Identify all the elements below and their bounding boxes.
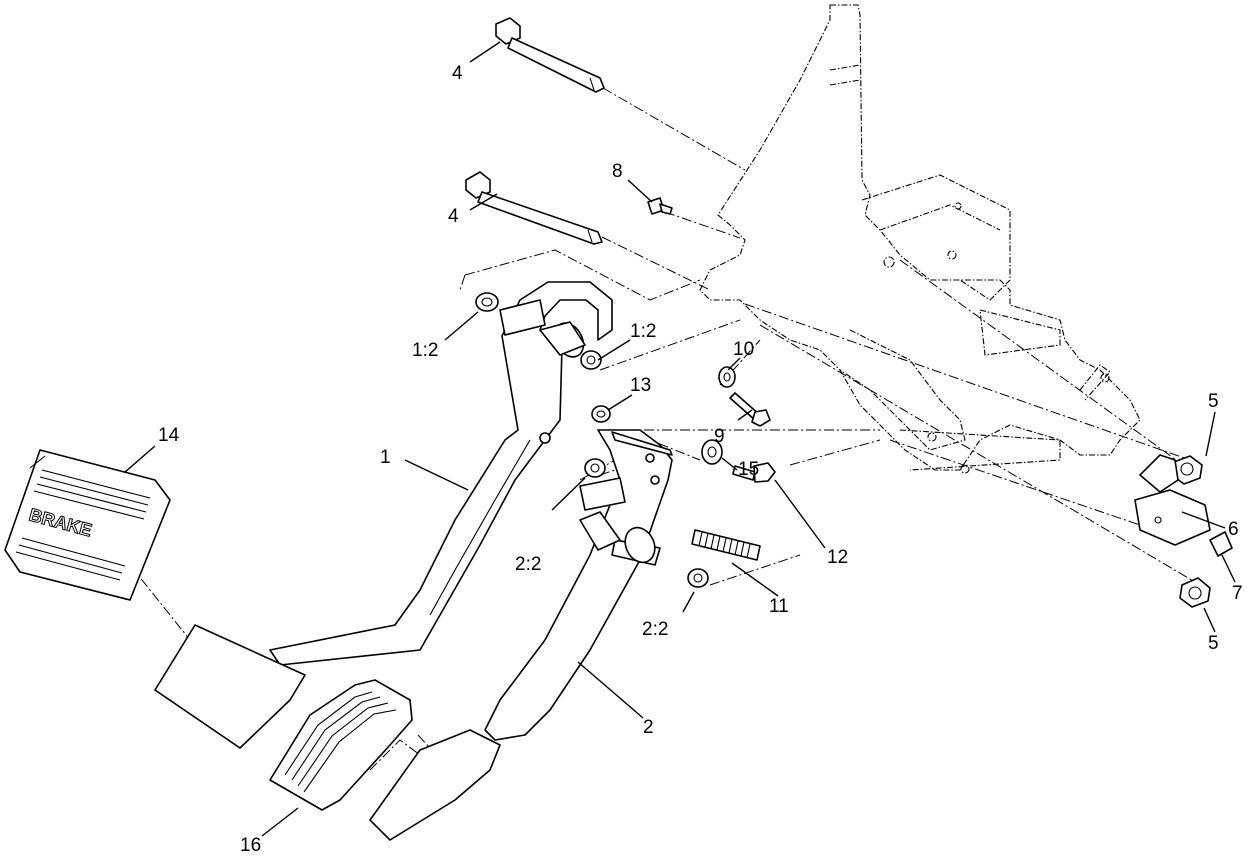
callout-10: 10 <box>733 339 754 360</box>
callout-8: 8 <box>612 161 623 182</box>
callout-14: 14 <box>158 425 180 446</box>
nut-5-lower <box>1179 577 1211 608</box>
shoulder-bolt-12 <box>732 462 776 483</box>
traction-pedal-flat <box>369 729 501 841</box>
callout-2-2-lower: 2:2 <box>642 619 668 640</box>
nut-13 <box>591 405 611 423</box>
spacer-tube-upper <box>499 299 546 336</box>
callout-13: 13 <box>630 375 651 396</box>
spacer-tube-lower <box>579 477 626 511</box>
leader-lines <box>124 41 1236 837</box>
bolt-upper <box>495 17 605 93</box>
callout-1: 1 <box>380 447 391 468</box>
callout-12: 12 <box>827 547 848 568</box>
bushing-1-2-left <box>475 292 499 312</box>
callout-15: 15 <box>738 459 759 480</box>
spring-11 <box>691 529 761 561</box>
callout-2: 2 <box>643 717 654 738</box>
washer-10 <box>718 366 736 388</box>
callout-9: 9 <box>714 426 725 447</box>
callout-16: 16 <box>240 835 261 856</box>
callout-1-2-right: 1:2 <box>630 321 656 342</box>
callout-2-2-upper: 2:2 <box>515 554 541 575</box>
callout-labels: 4 4 8 1:2 1:2 10 13 9 1 14 15 5 6 7 5 2:… <box>158 63 1243 856</box>
brake-cover-pad: BRAKE <box>4 449 171 601</box>
callout-5-lower: 5 <box>1208 633 1219 654</box>
mounting-frame <box>699 4 1141 474</box>
callout-11: 11 <box>769 596 789 617</box>
bushing-2-2-lower <box>687 568 709 588</box>
bolt-lower <box>465 171 603 245</box>
callout-1-2-left: 1:2 <box>412 340 438 361</box>
bushing-2-2-upper <box>584 458 606 478</box>
brake-pedal-arm <box>269 281 613 666</box>
callout-4-upper: 4 <box>452 63 463 84</box>
traction-pedal-arm <box>484 429 673 741</box>
callout-5-upper: 5 <box>1208 391 1219 412</box>
brake-pedal-pad <box>154 624 306 749</box>
bolt-9 <box>729 392 771 427</box>
bracket-7 <box>1209 531 1233 557</box>
switch-6 <box>1134 454 1211 546</box>
callout-6: 6 <box>1228 519 1239 540</box>
callout-7: 7 <box>1232 583 1243 604</box>
washer-15 <box>701 439 723 465</box>
callout-4-lower: 4 <box>448 206 459 227</box>
bushing-1-2-right <box>580 350 602 370</box>
bolt-8 <box>647 197 673 215</box>
ribbed-pedal-cover <box>269 679 413 811</box>
